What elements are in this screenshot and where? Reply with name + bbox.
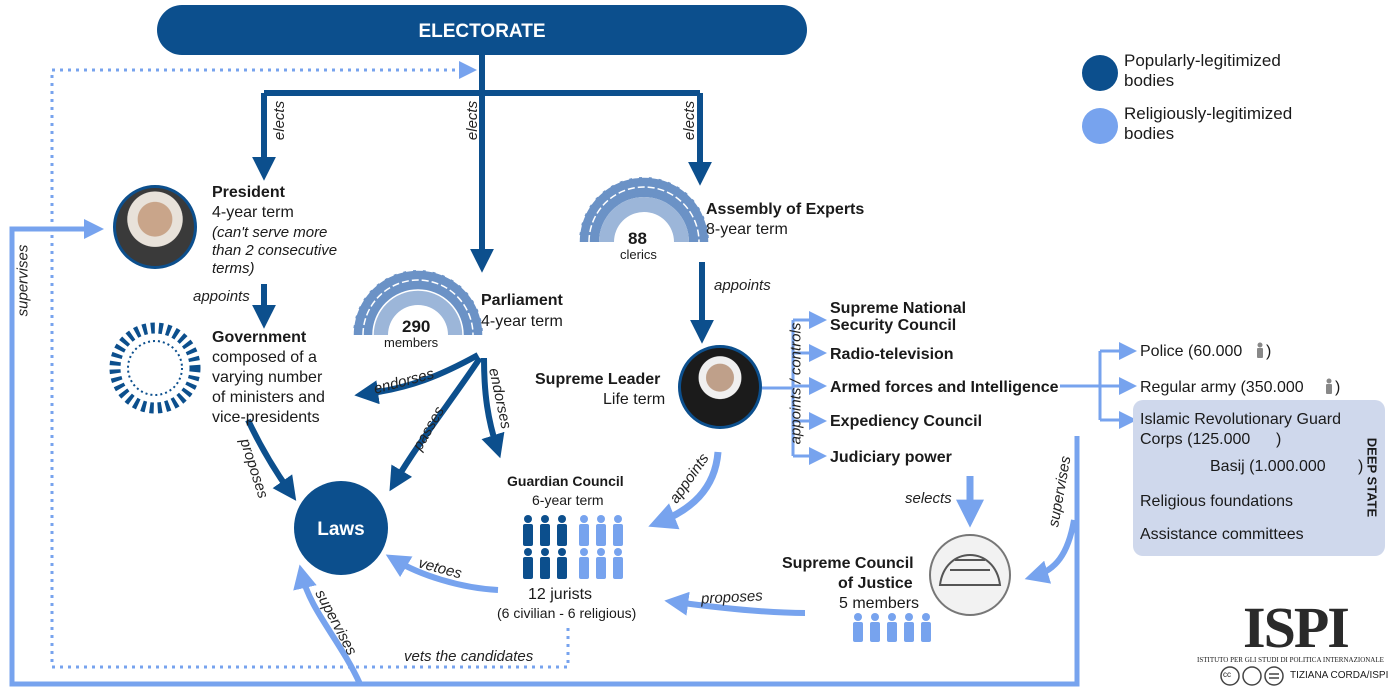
controlled-radio-tv: Radio-television [830,346,954,363]
supervises-president-label: supervises [14,244,32,317]
legend-popular-line2: bodies [1124,71,1175,90]
proposes-guardian-label: proposes [700,587,764,608]
elects-arrows [252,55,712,273]
supervises-justice-arrow [1024,519,1077,584]
president-note-2: than 2 consecutive [212,242,338,259]
irgc-line-1: Islamic Revolutionary Guard [1140,411,1341,428]
leader-title: Supreme Leader [535,371,661,388]
guardian-count: 12 jurists [528,586,593,603]
leader-term: Life term [603,391,666,408]
legend-popular-line1: Popularly-legitimized [1124,51,1281,70]
laws-label: Laws [317,519,365,540]
assistance-committees: Assistance committees [1140,526,1304,543]
government-people-ring-icon [109,322,201,414]
assembly-term: 8-year term [706,221,788,238]
appoints-government-label: appoints [193,288,250,305]
vets-candidates-loop [50,61,570,669]
police-close: ) [1266,343,1272,360]
deep-state-box [1133,400,1385,556]
appoints-leader-label: appoints [714,277,771,294]
cc-text: cc [1223,670,1231,679]
assembly-unit: clerics [620,247,657,262]
ispi-institute: ISTITUTO PER GLI STUDI DI POLITICA INTER… [1197,656,1384,664]
police-label: Police (60.000 [1140,343,1243,360]
guardian-jurists-icon [523,515,623,579]
irgc-close: ) [1276,431,1282,448]
vets-candidates-label: vets the candidates [404,648,534,665]
ispi-logo: ISPI [1243,595,1350,660]
president-note-3: terms) [212,260,255,277]
electorate-label: ELECTORATE [418,21,545,42]
assembly-title: Assembly of Experts [706,201,865,218]
justice-title-1: Supreme Council [782,555,914,572]
president-note-1: (can't serve more [212,224,328,241]
assembly-hemicycle-icon [578,176,710,243]
irgc-line-2: Corps (125.000 [1140,431,1251,448]
endorses-guardian-arrow [481,357,505,459]
appoints-controls-label: appoints / controls [787,322,805,445]
guardian-term: 6-year term [532,492,604,508]
government-line-4: vice-presidents [212,409,320,426]
justice-members-icon [853,613,931,642]
elects-label-president: elects [271,100,289,141]
controls-bracket [762,311,827,465]
parliament-term: 4-year term [481,313,563,330]
army-close: ) [1335,379,1341,396]
elects-label-assembly: elects [681,100,699,141]
parliament-count: 290 [402,317,431,336]
government-title: Government [212,329,307,346]
electorate-pill [157,5,807,55]
justice-title-2: of Justice [838,575,913,592]
president-portrait [113,185,197,269]
supervises-president-loop [9,219,1080,687]
government-line-1: composed of a [212,349,317,366]
legend-religious-dot [1082,108,1118,144]
assembly-count: 88 [628,229,647,248]
legend-popular-dot [1082,55,1118,91]
proposes-guardian-arrow [664,591,806,616]
controlled-snsc-line-2: Security Council [830,317,957,334]
guardian-title: Guardian Council [507,473,624,489]
religious-foundations: Religious foundations [1140,493,1293,510]
passes-laws-arrow [389,356,483,492]
vetoes-laws-arrow [385,554,499,593]
parliament-title: Parliament [481,292,563,309]
endorses-government-arrow [354,352,480,405]
legend-religious-line2: bodies [1124,124,1175,143]
elects-label-parliament: elects [464,100,482,141]
author-credit: TIZIANA CORDA/ISPI [1290,670,1389,681]
parliament-unit: members [384,335,439,350]
appoints-guardian-arrow [648,451,722,530]
basij-label: Basij (1.000.000 [1210,458,1326,475]
justice-seal-icon [929,534,1011,616]
president-title: President [212,184,285,201]
controlled-armed-forces: Armed forces and Intelligence [830,379,1059,396]
basij-close: ) [1358,458,1364,475]
legend-religious-line1: Religiously-legitimized [1124,104,1293,123]
controlled-judiciary: Judiciary power [830,449,952,466]
selects-label: selects [905,490,952,507]
government-line-3: of ministers and [212,389,325,406]
supervises-laws-arrow [293,564,363,686]
leader-portrait [678,345,762,429]
controlled-snsc-line-1: Supreme National [830,300,967,317]
proposes-laws-arrow [245,418,297,501]
army-label: Regular army (350.000 [1140,379,1304,396]
deep-state-label: DEEP STATE [1364,437,1380,518]
justice-members: 5 members [839,595,920,612]
guardian-detail: (6 civilian - 6 religious) [497,605,637,621]
cc-license-icons [1220,666,1284,686]
controlled-expediency: Expediency Council [830,413,983,430]
government-line-2: varying number [212,369,323,386]
parliament-hemicycle-icon [352,269,484,336]
president-term: 4-year term [212,204,294,221]
laws-circle [294,481,388,575]
